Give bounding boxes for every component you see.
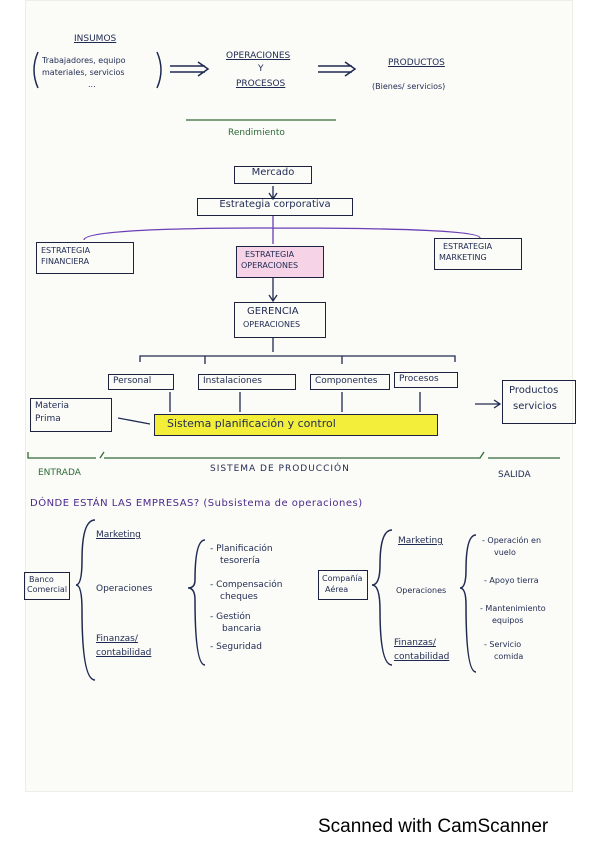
banco-sub-2a: - Compensación (210, 580, 283, 590)
arrow-ops-productos (318, 61, 357, 77)
est-mkt-line-2: MARKETING (439, 253, 487, 263)
gerencia-line-2: OPERACIONES (243, 319, 301, 329)
production-braces (27, 451, 560, 459)
est-ops-line-2: OPERACIONES (241, 261, 299, 271)
aerea-sub-2: - Apoyo tierra (484, 576, 539, 585)
aerea-marketing: Marketing (398, 536, 443, 546)
insumos-bracket-right (156, 51, 162, 89)
instalaciones-label: Instalaciones (203, 376, 262, 386)
scanner-watermark: Scanned with CamScanner (318, 816, 549, 837)
banco-line-1: Banco (29, 575, 54, 584)
rendimiento-label: Rendimiento (228, 128, 285, 138)
aerea-sub-1a: - Operación en (482, 536, 542, 545)
estrategia-marketing-box: ESTRATEGIA MARKETING (434, 238, 522, 270)
insumos-line-2: materiales, servicios (42, 68, 125, 77)
resources-branch (139, 338, 456, 364)
banco-sub-1a: - Planificación (210, 544, 273, 554)
estrategia-financiera-box: ESTRATEGIA FINANCIERA (36, 242, 134, 274)
materia-line-2: Prima (35, 414, 61, 425)
gerencia-box: GERENCIA OPERACIONES (234, 302, 326, 338)
banco-box: Banco Comercial (24, 572, 70, 600)
gerencia-arrow (268, 278, 278, 303)
mercado-label: Mercado (251, 167, 295, 178)
entrada-label: ENTRADA (38, 468, 81, 478)
estrategia-corp-label: Estrategia corporativa (219, 199, 331, 210)
aerea-sub-3b: equipos (492, 616, 524, 625)
materia-line-1: Materia (35, 401, 70, 411)
gerencia-line-1: GERENCIA (247, 306, 299, 317)
est-ops-line-1: ESTRATEGIA (245, 250, 295, 259)
materia-prima-box: Materia Prima (30, 398, 112, 432)
personal-label: Personal (113, 376, 152, 386)
componentes-box: Componentes (310, 374, 390, 390)
mercado-box: Mercado (234, 166, 312, 184)
procesos-label: PROCESOS (236, 79, 286, 89)
banco-sub-3a: - Gestión (210, 612, 251, 622)
brace-banco-ops (187, 539, 206, 666)
instalaciones-box: Instalaciones (198, 374, 296, 390)
productos-label: PRODUCTOS (388, 58, 445, 68)
salida-label: SALIDA (498, 470, 531, 480)
banco-marketing: Marketing (96, 530, 141, 540)
banco-sub-1b: tesorería (220, 556, 261, 566)
down-arrows (169, 392, 421, 412)
banco-finanzas-1: Finanzas/ (96, 634, 138, 644)
aerea-box: Compañía Aérea (318, 570, 368, 600)
sistema-planificacion-box: Sistema planificación y control (154, 414, 438, 436)
aerea-finanzas-2: contabilidad (394, 652, 450, 662)
operaciones-label: OPERACIONES (226, 51, 291, 61)
question-heading: DÓNDE ESTÁN LAS EMPRESAS? (Subsistema de… (30, 498, 363, 509)
productos-line-2: servicios (513, 400, 557, 412)
procesos-label: Procesos (399, 374, 439, 384)
insumos-ellipsis: ... (88, 80, 96, 89)
banco-sub-2b: cheques (220, 592, 258, 602)
productos-servicios-box: Productos servicios (502, 380, 576, 424)
est-mkt-line-1: ESTRATEGIA (443, 242, 493, 251)
insumos-bracket-left (33, 51, 39, 89)
sistema-produccion-label: SISTEMA DE PRODUCCIÓN (210, 464, 350, 474)
banco-finanzas-2: contabilidad (96, 648, 152, 658)
strategy-branch (83, 215, 481, 244)
aerea-line-1: Compañía (322, 574, 363, 583)
productos-line-1: Productos (509, 385, 559, 396)
brace-banco (75, 519, 96, 681)
est-fin-line-1: ESTRATEGIA (41, 246, 91, 255)
scanned-page (25, 0, 573, 792)
materia-arrow (117, 417, 151, 425)
componentes-label: Componentes (315, 376, 378, 386)
aerea-line-2: Aérea (325, 585, 349, 595)
brace-aerea (371, 529, 393, 666)
estrategia-operaciones-box: ESTRATEGIA OPERACIONES (236, 246, 324, 278)
insumos-line-1: Trabajadores, equipo (42, 56, 126, 65)
banco-operaciones: Operaciones (96, 584, 153, 594)
sistema-planificacion-label: Sistema planificación y control (167, 417, 336, 430)
insumos-title: INSUMOS (74, 34, 117, 44)
banco-line-2: Comercial (27, 585, 68, 595)
banco-sub-3b: bancaria (222, 624, 262, 634)
aerea-sub-3a: - Mantenimiento (480, 604, 546, 613)
aerea-finanzas-1: Finanzas/ (394, 638, 436, 648)
aerea-sub-4b: comida (494, 652, 524, 661)
aerea-operaciones: Operaciones (396, 586, 447, 595)
aerea-sub-1b: vuelo (494, 548, 516, 557)
brace-aerea-ops (459, 534, 477, 673)
mercado-arrow (268, 186, 278, 201)
arrow-insumos-ops (170, 61, 210, 77)
productos-arrow (475, 399, 502, 409)
operaciones-y: Y (258, 64, 264, 74)
productos-body: (Bienes/ servicios) (372, 82, 446, 91)
est-fin-line-2: FINANCIERA (41, 257, 90, 267)
banco-sub-4: - Seguridad (210, 642, 262, 652)
aerea-sub-4a: - Servicio (484, 640, 522, 649)
estrategia-corp-box: Estrategia corporativa (197, 198, 353, 216)
personal-box: Personal (108, 374, 174, 390)
procesos-box: Procesos (394, 372, 458, 388)
